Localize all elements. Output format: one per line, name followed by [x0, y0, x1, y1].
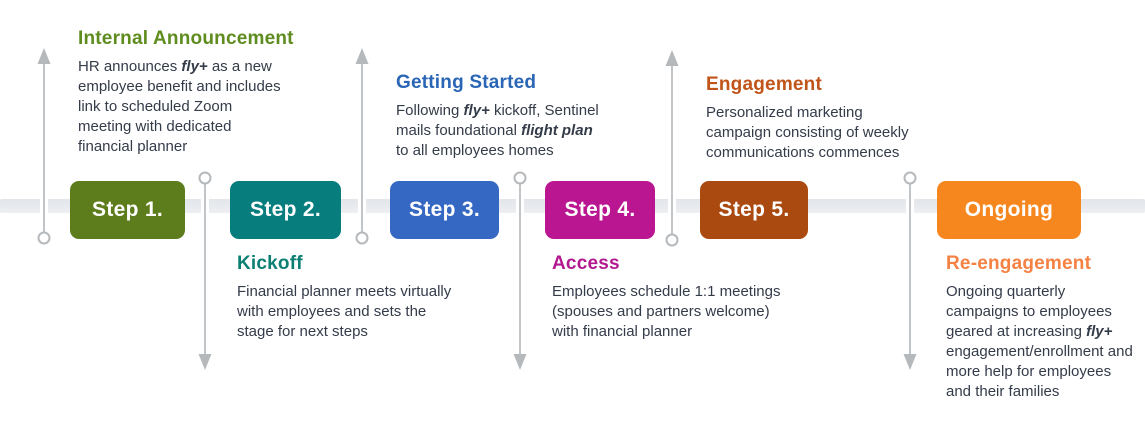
arrowhead-down-icon: [513, 354, 527, 370]
annotation-body: HR announces fly+ as a new employee bene…: [78, 58, 281, 155]
annotation-body: Personalized marketing campaign consisti…: [706, 104, 909, 161]
connector-circle-icon: [355, 231, 369, 245]
annotation-re-engagement: Re-engagement Ongoing quarterly campaign…: [946, 253, 1145, 402]
annotation-heading: Kickoff: [237, 253, 303, 274]
connector-circle-icon: [665, 233, 679, 247]
annotation-body: Financial planner meets virtually with e…: [237, 283, 452, 340]
annotation-body: Ongoing quarterly campaigns to employees…: [946, 283, 1133, 400]
connector-circle-icon: [513, 171, 527, 185]
connector-circle-icon: [198, 171, 212, 185]
connector-circle-icon: [37, 231, 51, 245]
annotation-kickoff: Kickoff Financial planner meets virtuall…: [237, 253, 489, 342]
down-arrow-connector-1: [196, 170, 214, 370]
down-arrow-connector-2: [511, 170, 529, 370]
annotation-engagement: Engagement Personalized marketing campai…: [706, 74, 958, 163]
annotation-internal-announcement: Internal Announcement HR announces fly+ …: [78, 28, 313, 157]
step-1-box: Step 1.: [70, 181, 185, 239]
annotation-heading: Re-engagement: [946, 253, 1092, 274]
annotation-heading: Getting Started: [396, 72, 537, 93]
step-ongoing-box: Ongoing: [937, 181, 1081, 239]
step-5-label: Step 5.: [718, 198, 790, 221]
up-arrow-connector-1: [35, 48, 53, 247]
annotation-getting-started: Getting Started Following fly+ kickoff, …: [396, 72, 658, 161]
annotation-body: Following fly+ kickoff, Sentinel mails f…: [396, 102, 599, 159]
step-4-label: Step 4.: [564, 198, 636, 221]
step-4-box: Step 4.: [545, 181, 655, 239]
arrowhead-up-icon: [37, 48, 51, 64]
arrowhead-down-icon: [198, 354, 212, 370]
up-arrow-connector-3: [663, 50, 681, 249]
step-3-box: Step 3.: [390, 181, 499, 239]
connector-circle-icon: [903, 171, 917, 185]
arrowhead-down-icon: [903, 354, 917, 370]
annotation-heading: Engagement: [706, 74, 823, 95]
step-3-label: Step 3.: [409, 198, 480, 221]
step-2-label: Step 2.: [250, 198, 321, 221]
annotation-heading: Access: [552, 253, 620, 274]
annotation-access: Access Employees schedule 1:1 meetings (…: [552, 253, 814, 342]
step-ongoing-label: Ongoing: [964, 198, 1054, 221]
step-2-box: Step 2.: [230, 181, 341, 239]
annotation-body: Employees schedule 1:1 meetings (spouses…: [552, 283, 781, 340]
annotation-heading: Internal Announcement: [78, 28, 294, 49]
up-arrow-connector-2: [353, 48, 371, 247]
arrowhead-up-icon: [665, 50, 679, 66]
step-5-box: Step 5.: [700, 181, 808, 239]
arrowhead-up-icon: [355, 48, 369, 64]
step-1-label: Step 1.: [92, 198, 163, 221]
down-arrow-connector-3: [901, 170, 919, 370]
